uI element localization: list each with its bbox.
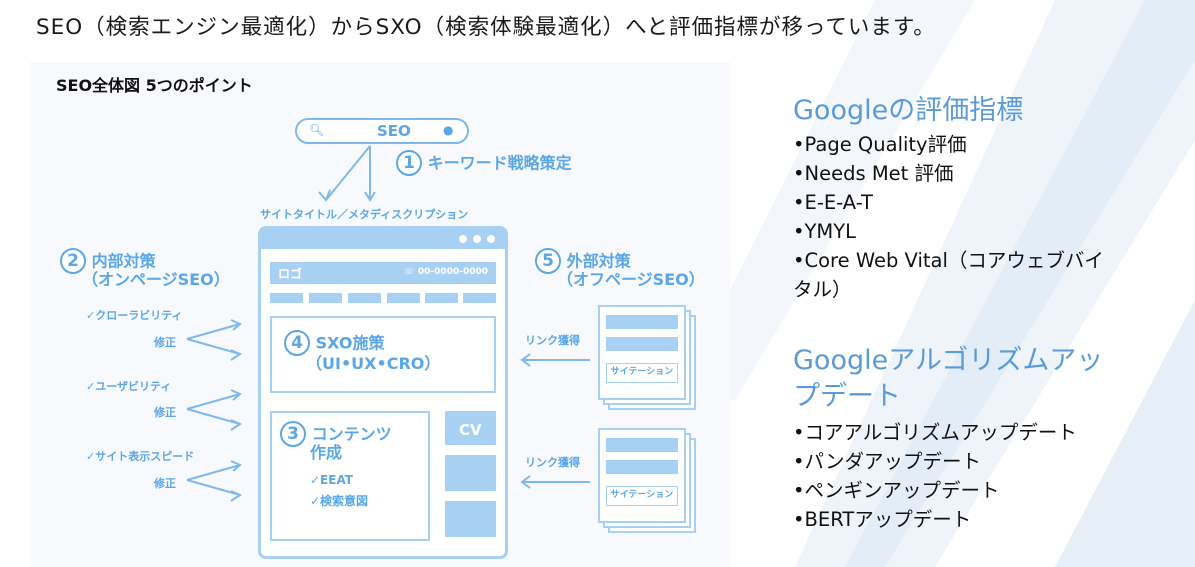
check-search-intent: ✓検索意図 [310,494,369,508]
browser-titlebar [261,229,505,249]
nav-item [387,293,420,303]
page-block [606,337,678,351]
point-2-label: 内部対策 [91,251,156,271]
citation-page: サイテーション [598,305,686,400]
point-2: 2 内部対策 [60,248,156,274]
point-3-label: コンテンツ [311,424,392,444]
point-5-sub: （オフページSEO） [557,270,705,289]
point-1-label: キーワード戦略策定 [427,153,572,173]
check-crawlability: ✓クローラビリティ [86,309,183,322]
cv-label: CV [459,421,482,439]
title-meta-label: サイトタイトル／メタディスクリプション [260,208,469,221]
fix-speed: 修正 [154,477,176,490]
metric-item: •Needs Met 評価 [793,162,954,185]
google-updates-heading: Googleアルゴリズムアッ [793,345,1104,376]
diagram-connectors [186,145,590,502]
link-label: リンク獲得 [525,456,580,469]
diagram-title: SEO全体図 5つのポイント [56,76,253,95]
update-item: •ペンギンアップデート [793,479,1000,502]
fix-crawlability: 修正 [154,336,176,349]
point-2-number: 2 [60,248,86,274]
page-block [606,460,678,474]
window-dot-icon [473,235,481,243]
point-3: 3 コンテンツ [280,421,392,447]
check-usability: ✓ユーザビリティ [86,380,172,393]
nav-item [425,293,458,303]
google-metrics-list: •Page Quality評価 •Needs Met 評価 •E-E-A-T •… [793,130,1104,304]
link-label: リンク獲得 [525,334,580,347]
side-block [445,501,496,537]
google-updates-list: •コアアルゴリズムアップデート •パンダアップデート •ペンギンアップデート •… [793,418,1077,534]
sxo-box: 4 SXO施策 （UI•UX•CRO） [270,316,496,393]
citation-page: サイテーション [598,428,686,523]
metric-item: •Page Quality評価 [793,133,967,156]
fix-usability: 修正 [154,406,176,419]
page-block [606,438,678,452]
side-block [445,455,496,491]
metric-item: タル） [793,278,852,301]
metric-item: •Core Web Vital（コアウェブバイ [793,249,1104,272]
update-item: •コアアルゴリズムアップデート [793,421,1077,444]
citation-label: サイテーション [606,363,678,383]
headline: SEO（検索エンジン最適化）からSXO（検索体験最適化）へと評価指標が移っていま… [36,15,936,40]
check-eeat: ✓EEAT [310,473,353,487]
point-4-number: 4 [284,330,310,356]
page-block [606,315,678,329]
point-2-sub: （オンページSEO） [82,270,230,289]
search-icon: 🔍︎ [309,123,325,137]
point-5-label: 外部対策 [566,251,631,271]
site-logo: ロゴ [278,267,303,281]
citation-label: サイテーション [606,486,678,506]
nav-item [348,293,381,303]
microphone-icon: ● [443,123,454,137]
nav-item [270,293,303,303]
site-phone: ☏ 00-0000-0000 [403,267,488,277]
site-header: ロゴ ☏ 00-0000-0000 [270,262,496,284]
window-dot-icon [487,235,495,243]
window-dot-icon [459,235,467,243]
google-metrics-heading: Googleの評価指標 [793,95,1024,126]
google-updates-heading-line2: プデート [793,381,901,412]
point-1-number: 1 [396,150,422,176]
nav-item [309,293,342,303]
metric-item: •YMYL [793,220,857,243]
update-item: •パンダアップデート [793,450,981,473]
point-4: 4 SXO施策 [284,330,384,356]
point-3-label-line2: 作成 [310,443,343,462]
update-item: •BERTアップデート [793,508,972,531]
search-query: SEO [377,122,411,140]
metric-item: •E-E-A-T [793,191,873,214]
content-box: 3 コンテンツ 作成 ✓EEAT ✓検索意図 [270,411,430,541]
point-5: 5 外部対策 [535,248,631,274]
search-bar: 🔍︎ SEO ● [295,118,469,144]
check-speed: ✓サイト表示スピード [86,450,195,463]
website-mockup: ロゴ ☏ 00-0000-0000 4 SXO施策 （UI•UX•CRO） 3 … [258,226,508,559]
cv-button [445,411,496,445]
point-5-number: 5 [535,248,561,274]
nav-item [463,293,496,303]
point-4-label: SXO施策 [315,333,385,353]
point-3-number: 3 [280,421,306,447]
point-4-sub: （UI•UX•CRO） [306,354,441,373]
seo-diagram: SEO全体図 5つのポイント 🔍︎ SEO ● 1 キーワード戦略策定 サイトタ… [30,62,730,567]
point-1: 1 キーワード戦略策定 [396,150,572,176]
